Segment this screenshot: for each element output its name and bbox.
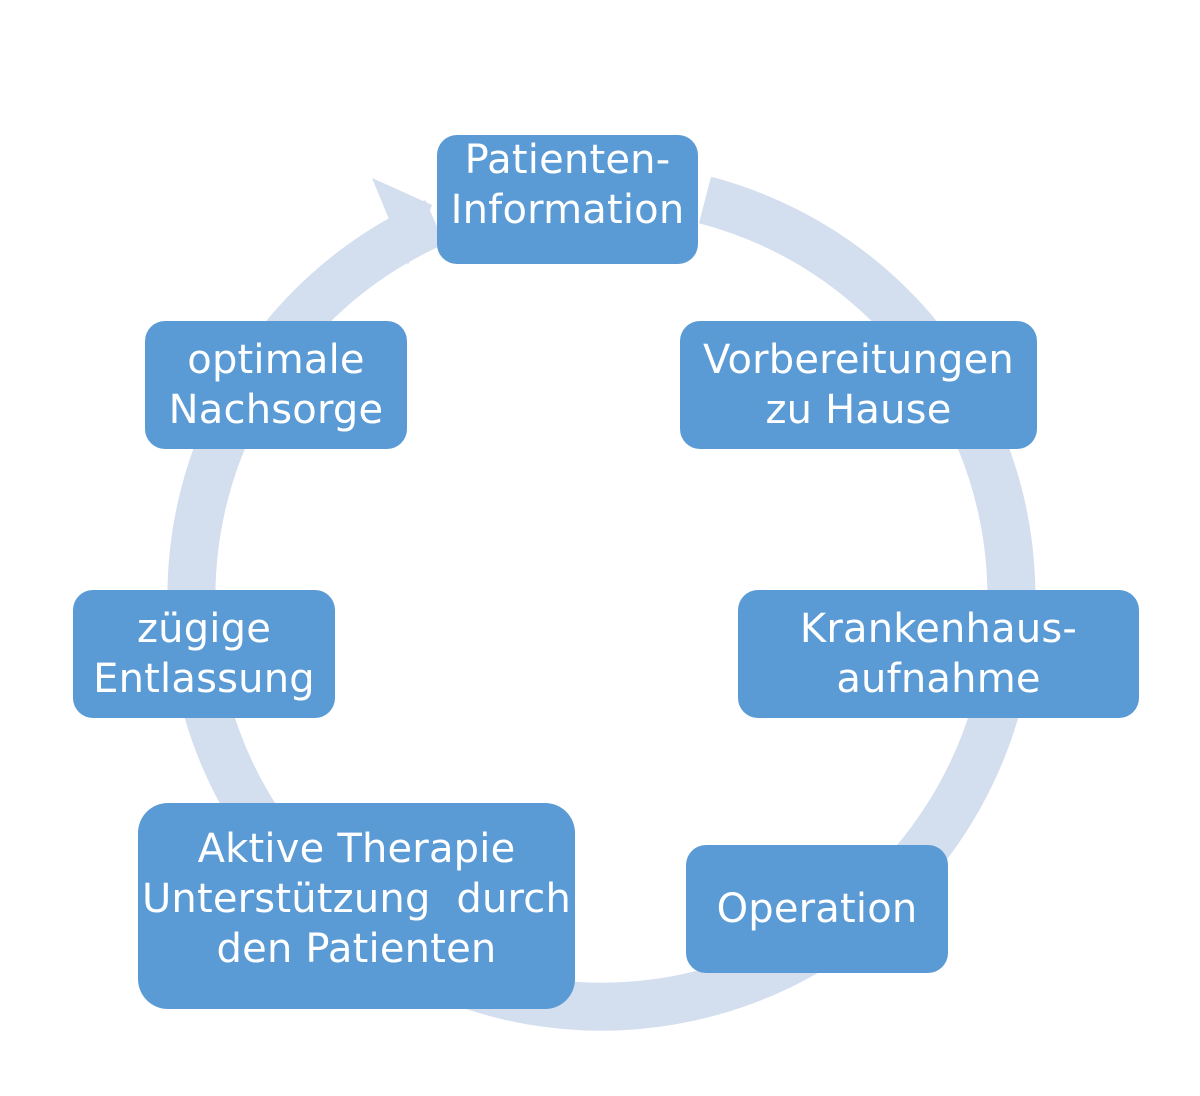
step-operation: Operation — [686, 845, 948, 973]
step-label-line: aufnahme — [836, 656, 1041, 702]
step-label-line: Patienten- — [464, 137, 671, 183]
step-label-line: zu Hause — [765, 387, 952, 433]
step-label-line: Krankenhaus- — [799, 606, 1078, 652]
step-krankenhausaufnahme: Krankenhaus- aufnahme — [738, 590, 1139, 718]
step-aktive-therapie: Aktive Therapie Unterstützung durch den … — [138, 803, 575, 1009]
step-label-line: optimale — [187, 337, 365, 383]
cycle-arrow-head — [372, 178, 432, 265]
step-label-line: Unterstützung durch — [141, 876, 572, 922]
step-label-line: Operation — [716, 886, 918, 932]
step-vorbereitungen: Vorbereitungen zu Hause — [680, 321, 1037, 449]
step-label-line: Aktive Therapie — [197, 826, 516, 872]
step-label-line: den Patienten — [216, 926, 497, 972]
step-zuegige-entlassung: zügige Entlassung — [73, 590, 335, 718]
step-optimale-nachsorge: optimale Nachsorge — [145, 321, 407, 449]
step-label-line: Nachsorge — [168, 387, 384, 433]
step-label-line: Entlassung — [93, 656, 315, 702]
step-label-line: Information — [450, 187, 685, 233]
step-label-line: zügige — [136, 606, 272, 652]
step-patienten-information: Patienten- Information — [437, 135, 698, 264]
step-label-line: Vorbereitungen — [702, 337, 1014, 383]
